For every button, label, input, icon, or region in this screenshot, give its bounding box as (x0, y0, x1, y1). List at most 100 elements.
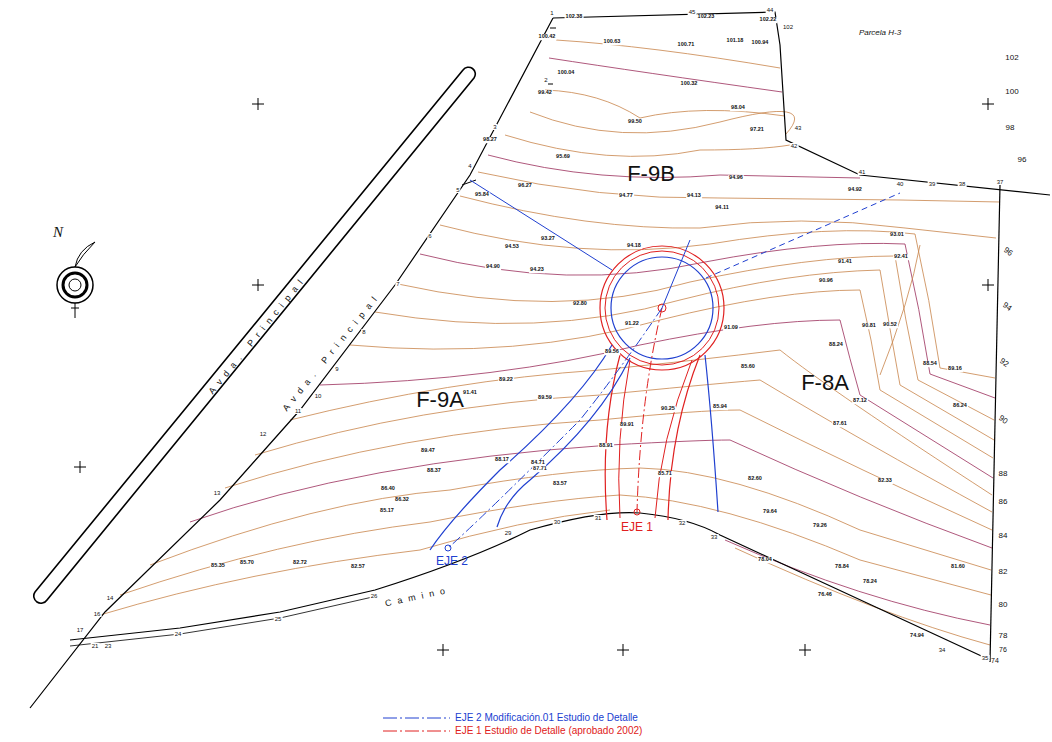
point-number: 102 (782, 24, 794, 30)
spot-elevation: 89.16 (947, 366, 963, 372)
spot-elevation: 89.47 (420, 448, 436, 454)
contour-level: 94 (1001, 301, 1013, 313)
street-name: Camino (384, 586, 451, 609)
spot-elevation: 101.18 (726, 38, 745, 44)
contour-level: 82 (999, 568, 1008, 576)
spot-elevation: 82.33 (877, 478, 893, 484)
point-number: 31 (594, 515, 603, 521)
axis-label: EJE 1 (621, 521, 653, 533)
contour-level: 74 (991, 657, 999, 664)
legend-text: EJE 2 Modificación.01 Estudio de Detalle (455, 713, 638, 723)
spot-elevation: 100.04 (557, 70, 576, 76)
point-number: 42 (790, 143, 799, 149)
spot-elevation: 85.71 (657, 471, 673, 477)
contour-level: 92 (998, 357, 1010, 369)
point-number: 14 (106, 595, 115, 601)
spot-elevation: 99.42 (537, 90, 553, 96)
point-number: 37 (996, 179, 1005, 185)
contour-lines (100, 40, 1000, 645)
spot-elevation: 94.13 (686, 193, 702, 199)
point-number: 33 (710, 534, 719, 540)
spot-elevation: 94.18 (626, 243, 642, 249)
spot-elevation: 82.57 (350, 564, 366, 570)
spot-elevation: 91.41 (837, 259, 853, 265)
point-number: 6 (427, 233, 432, 239)
map-label: Parcela H-3 (859, 29, 901, 37)
contour-level: 88 (999, 470, 1008, 478)
point-number: 23 (104, 643, 113, 649)
spot-elevation: 92.41 (893, 254, 909, 260)
street-name: Avda. Principal (281, 291, 382, 413)
contour-level: 90 (997, 414, 1009, 426)
north-arrow (57, 242, 95, 318)
contour-level: 86 (999, 498, 1008, 506)
point-number: 24 (174, 631, 183, 637)
axis-label: EJE 2 (436, 555, 468, 567)
spot-elevation: 95.69 (555, 154, 571, 160)
contour-level: 80 (999, 601, 1008, 609)
spot-elevation: 98.27 (482, 137, 498, 143)
spot-elevation: 87.71 (532, 466, 548, 472)
spot-elevation: 78.04 (757, 557, 773, 563)
spot-elevation: 102.23 (697, 14, 716, 20)
boundaries (30, 12, 1050, 708)
spot-elevation: 94.90 (485, 264, 501, 270)
spot-elevation: 76.46 (817, 592, 833, 598)
spot-elevation: 90.52 (882, 322, 898, 328)
road-axes (430, 180, 900, 551)
spot-elevation: 91.09 (723, 325, 739, 331)
spot-elevation: 88.54 (922, 361, 938, 367)
point-number: 40 (896, 181, 905, 187)
point-number: 26 (370, 593, 379, 599)
spot-elevation: 84.71 (530, 460, 546, 466)
spot-elevation: 87.12 (852, 398, 868, 404)
point-number: 3 (492, 124, 497, 130)
contour-level: 96 (1018, 156, 1027, 164)
spot-elevation: 95.84 (474, 192, 490, 198)
parcel-name: F-9B (627, 163, 675, 185)
spot-elevation: 94.96 (728, 175, 744, 181)
parcel-name: F-9A (416, 389, 464, 411)
spot-elevation: 85.60 (740, 364, 756, 370)
spot-elevation: 99.50 (627, 119, 643, 125)
spot-elevation: 100.42 (538, 34, 557, 40)
spot-elevation: 79.26 (812, 523, 828, 529)
spot-elevation: 97.21 (749, 127, 765, 133)
spot-elevation: 93.27 (540, 236, 556, 242)
spot-elevation: 93.01 (889, 232, 905, 238)
spot-elevation: 82.60 (747, 476, 763, 482)
point-number: 35 (981, 655, 990, 661)
grid-crosses (74, 98, 994, 656)
point-number: 44 (766, 7, 775, 13)
spot-elevation: 89.56 (604, 349, 620, 355)
spot-elevation: 85.17 (379, 508, 395, 514)
contour-level: 76 (999, 646, 1007, 653)
spot-elevation: 86.40 (380, 486, 396, 492)
spot-elevation: 88.24 (828, 342, 844, 348)
spot-elevation: 85.94 (712, 404, 728, 410)
spot-elevation: 89.91 (619, 422, 635, 428)
contour-level: 84 (999, 532, 1008, 540)
spot-elevation: 100.94 (751, 40, 770, 46)
legend-text: EJE 1 Estudio de Detalle (aprobado 2002) (455, 726, 642, 736)
spot-elevation: 78.84 (834, 564, 850, 570)
contour-level: 96 (1002, 246, 1014, 258)
point-number: 8 (361, 329, 366, 335)
spot-elevation: 90.96 (818, 278, 834, 284)
point-number: 13 (213, 490, 222, 496)
spot-elevation: 89.22 (498, 377, 514, 383)
spot-elevation: 94.77 (618, 193, 634, 199)
spot-elevation: 88.91 (598, 443, 614, 449)
spot-elevation: 86.24 (952, 403, 968, 409)
parcel-name: F-8A (801, 372, 849, 394)
spot-elevation: 102.38 (565, 14, 584, 20)
point-number: 43 (794, 125, 803, 131)
spot-elevation: 94.92 (847, 187, 863, 193)
spot-elevation: 102.22 (759, 17, 778, 23)
spot-elevation: 100.71 (677, 42, 696, 48)
spot-elevation: 88.37 (426, 468, 442, 474)
point-number: 7 (395, 281, 400, 287)
spot-elevation: 94.53 (504, 244, 520, 250)
legend-samples (383, 718, 450, 731)
